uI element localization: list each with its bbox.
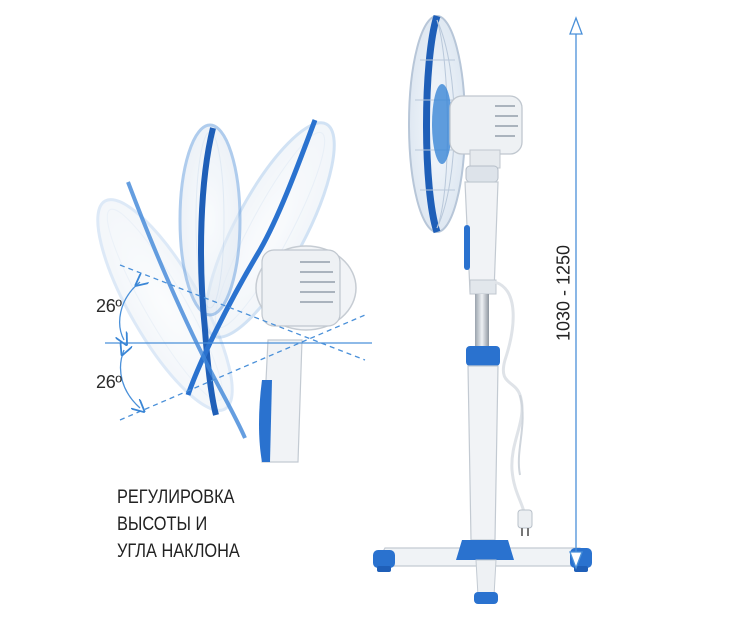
adjustment-caption: РЕГУЛИРОВКА ВЫСОТЫ И УГЛА НАКЛОНА [117,484,240,565]
height-range-label: 1030 - 1250 [553,244,574,342]
caption-line-1: РЕГУЛИРОВКА [117,487,235,508]
lower-tilt-angle: 26º [96,372,122,392]
tilt-guide-lines [105,264,372,421]
motor-housing [255,245,357,331]
upper-tilt-angle: 26º [96,296,122,316]
caption-line-2: ВЫСОТЫ И [117,514,208,535]
height-dimension-arrow [569,16,583,570]
tilt-diagram [96,119,372,463]
standing-fan [373,14,592,604]
caption-line-3: УГЛА НАКЛОНА [117,541,240,562]
